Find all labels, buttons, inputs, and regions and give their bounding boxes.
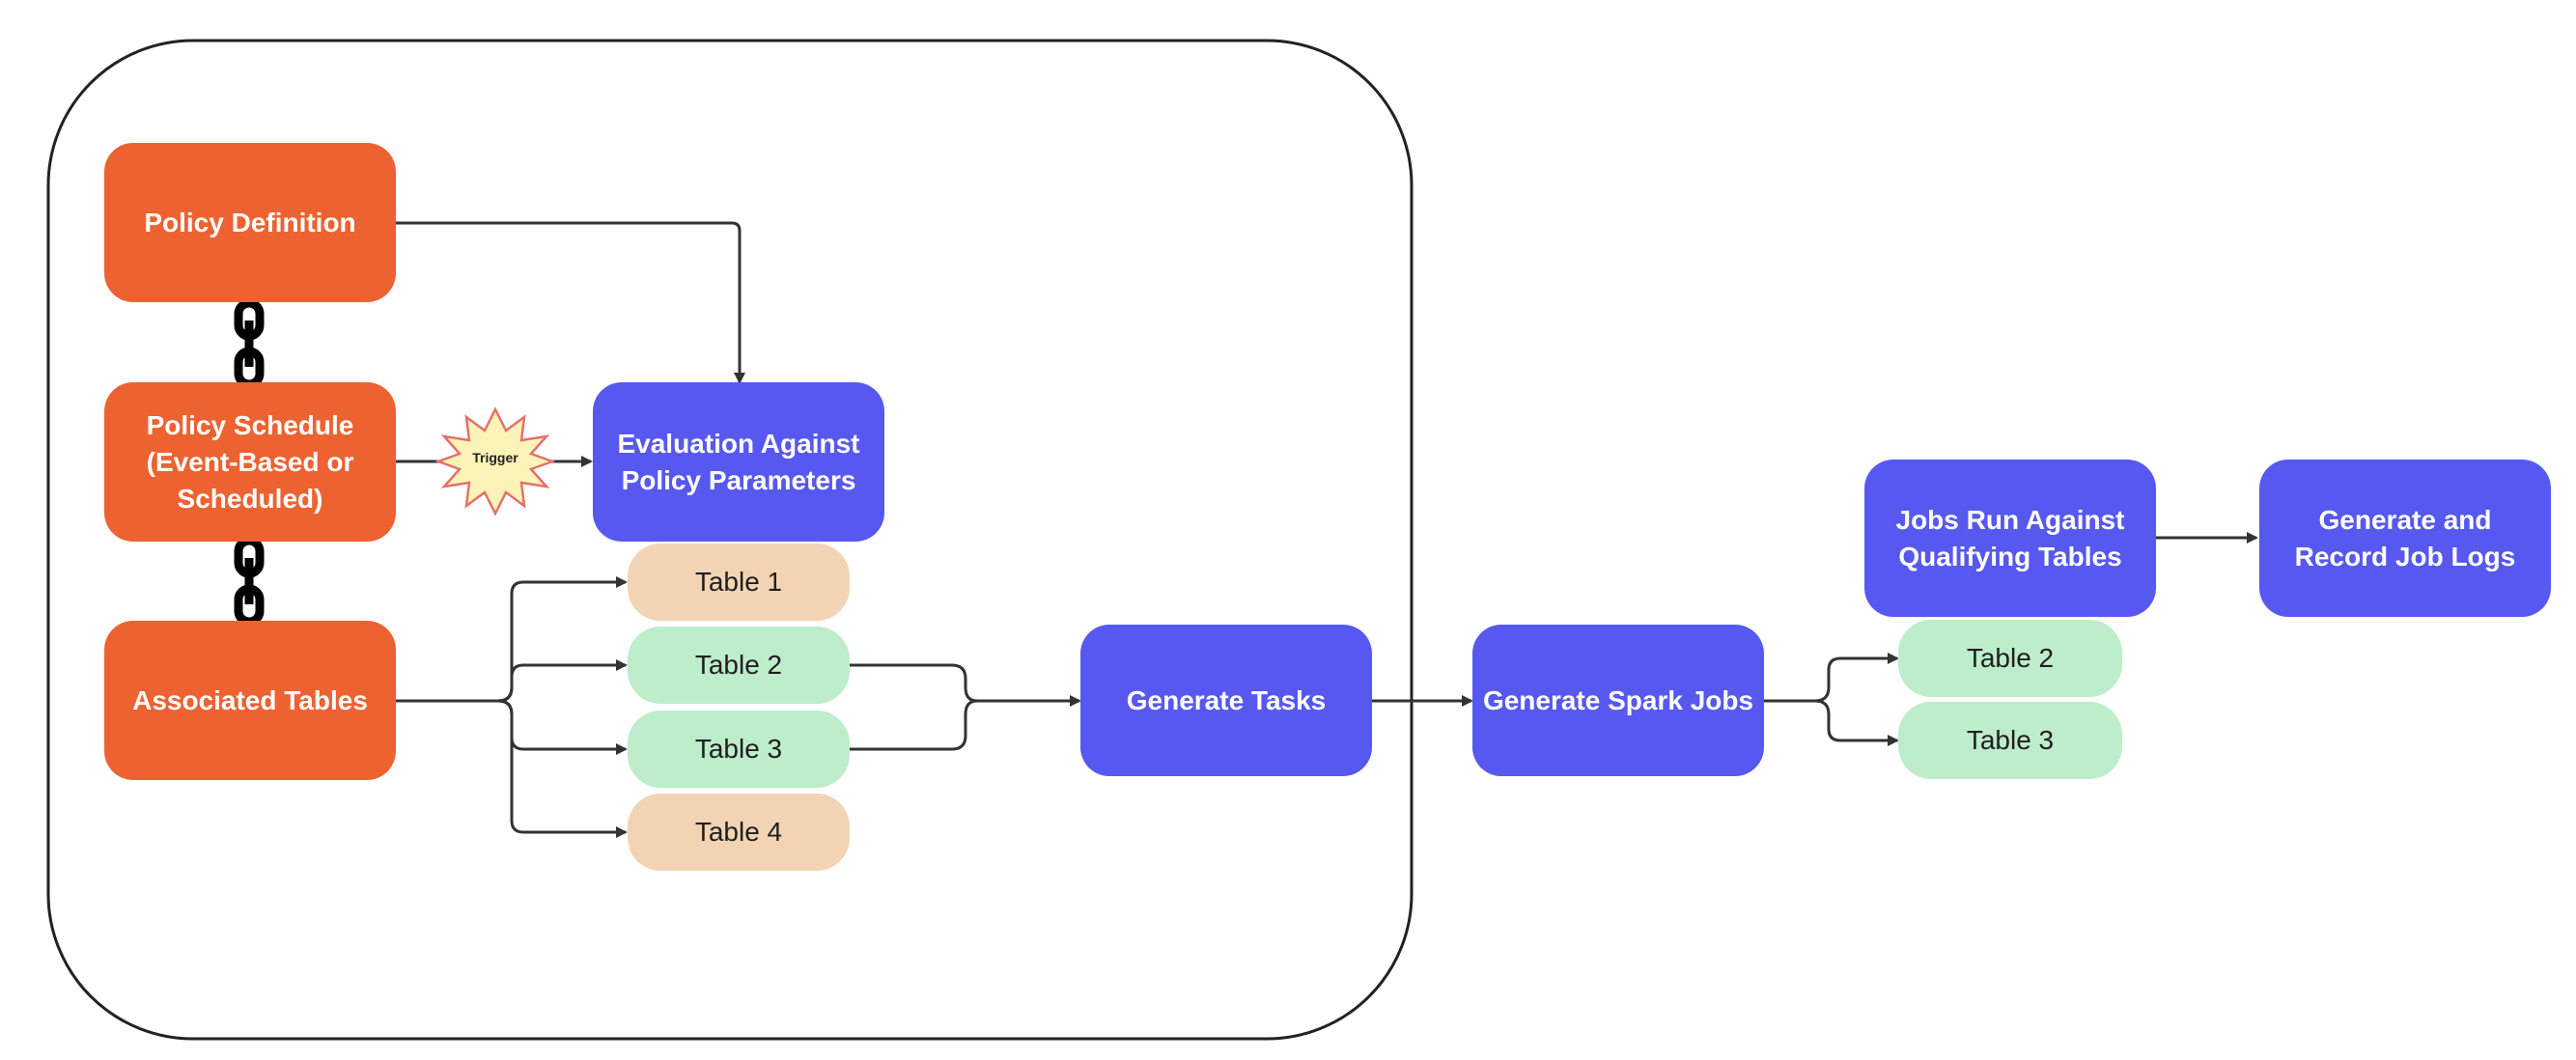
- fanout-associated-tables-4: [497, 699, 628, 838]
- table-pill[interactable]: Table 1: [628, 544, 850, 621]
- table-pill-label: Table 2: [694, 650, 783, 680]
- table-pill-label: Table 2: [1966, 643, 2055, 673]
- policy-definition-label: Policy Definition: [144, 207, 356, 237]
- policy-schedule-label: Policy Schedule (Event-Based or Schedule…: [146, 409, 354, 514]
- policy-group-container: [46, 39, 1414, 1041]
- table-pill[interactable]: Table 3: [628, 711, 850, 788]
- evaluation-node[interactable]: Evaluation Against Policy Parameters: [593, 382, 884, 542]
- jobs-run-label: Jobs Run Against Qualifying Tables: [1895, 504, 2125, 572]
- table-pill[interactable]: Table 2: [1898, 620, 2122, 697]
- link-icon: [234, 298, 265, 389]
- trigger-burst: [434, 406, 556, 516]
- arrow-definition-to-evaluation: [396, 221, 745, 384]
- table-pill-label: Table 3: [1966, 725, 2055, 755]
- trigger-label: Trigger: [472, 450, 518, 465]
- policy-schedule-node[interactable]: Policy Schedule (Event-Based or Schedule…: [104, 382, 396, 542]
- fanout-associated-tables-3: [497, 699, 628, 755]
- associated-tables-label: Associated Tables: [132, 684, 368, 715]
- fanout-spark-table3: [1814, 699, 1899, 746]
- table-pill-label: Table 1: [694, 567, 783, 597]
- policy-definition-node[interactable]: Policy Definition: [104, 143, 396, 302]
- table-pill-label: Table 3: [694, 734, 783, 764]
- table-pill[interactable]: Table 2: [628, 627, 850, 704]
- merge-table3: [850, 695, 1081, 751]
- table-pill-label: Table 4: [694, 817, 783, 847]
- generate-spark-jobs-label: Generate Spark Jobs: [1482, 684, 1754, 715]
- jobs-run-node[interactable]: Jobs Run Against Qualifying Tables: [1864, 460, 2156, 617]
- link-icon: [234, 536, 265, 627]
- fanout-associated-tables-2: [497, 659, 628, 703]
- generate-spark-jobs-node[interactable]: Generate Spark Jobs: [1472, 625, 1764, 776]
- table-pill[interactable]: Table 3: [1898, 702, 2122, 779]
- associated-tables-node[interactable]: Associated Tables: [104, 621, 396, 780]
- generate-tasks-node[interactable]: Generate Tasks: [1080, 625, 1372, 776]
- fanout-spark-table2: [1764, 653, 1899, 703]
- generate-logs-label: Generate and Record Job Logs: [2294, 504, 2516, 572]
- merge-table2: [850, 663, 978, 703]
- generate-tasks-label: Generate Tasks: [1126, 684, 1327, 715]
- table-pill[interactable]: Table 4: [628, 794, 850, 871]
- evaluation-label: Evaluation Against Policy Parameters: [617, 428, 860, 495]
- generate-logs-node[interactable]: Generate and Record Job Logs: [2259, 460, 2551, 617]
